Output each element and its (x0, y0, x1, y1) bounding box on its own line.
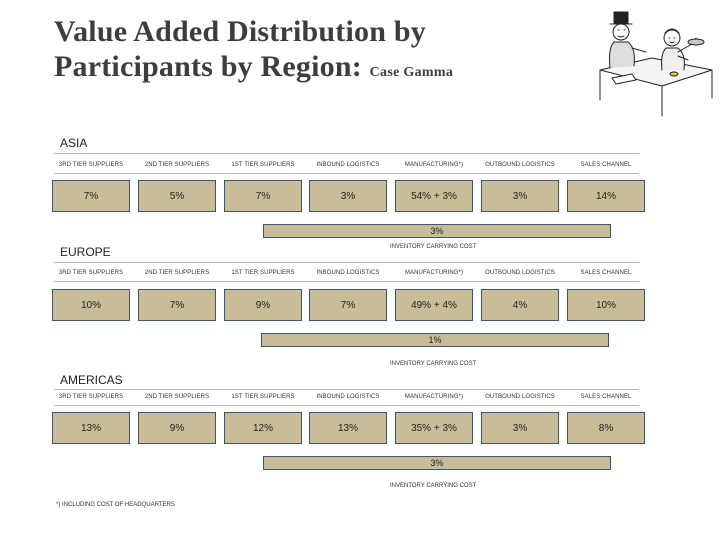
value-box-1st-tier: 9% (224, 289, 302, 321)
page-title: Value Added Distribution by Participants… (54, 14, 453, 90)
value-box-2nd-tier: 7% (138, 289, 216, 321)
col-label-3rd-tier: 3RD TIER SUPPLIERS (58, 394, 124, 400)
title-line-2: Participants by Region: Case Gamma (54, 49, 453, 90)
col-label-inbound: INBOUND LOGISTICS (316, 394, 380, 400)
value-box-inbound: 3% (309, 180, 387, 212)
col-label-manufacturing: MANUFACTURING*) (404, 270, 464, 276)
value-box-outbound: 4% (481, 289, 559, 321)
col-label-sales: SALES CHANNEL (580, 270, 632, 276)
value-box-manufacturing: 54% + 3% (395, 180, 473, 212)
value-box-sales: 10% (567, 289, 645, 321)
value-box-2nd-tier: 5% (138, 180, 216, 212)
cartoon-businessmen-icon (599, 11, 713, 117)
value-box-2nd-tier: 9% (138, 412, 216, 444)
col-label-manufacturing: MANUFACTURING*) (404, 394, 464, 400)
col-label-inbound: INBOUND LOGISTICS (316, 270, 380, 276)
inventory-bar: 3% (263, 224, 611, 238)
value-box-manufacturing: 49% + 4% (395, 289, 473, 321)
title-subtitle: Case Gamma (369, 65, 454, 80)
col-label-sales: SALES CHANNEL (580, 394, 632, 400)
region-title-europe: EUROPE (60, 245, 111, 259)
col-label-outbound: OUTBOUND LOGISTICS (485, 162, 555, 168)
inventory-bar: 3% (263, 456, 611, 470)
value-box-1st-tier: 12% (224, 412, 302, 444)
inventory-label: INVENTORY CARRYING COST (390, 483, 477, 489)
value-box-3rd-tier: 7% (52, 180, 130, 212)
region-title-americas: AMERICAS (60, 373, 123, 387)
col-label-outbound: OUTBOUND LOGISTICS (485, 270, 555, 276)
inventory-label: INVENTORY CARRYING COST (390, 361, 477, 367)
col-label-3rd-tier: 3RD TIER SUPPLIERS (58, 162, 124, 168)
col-label-2nd-tier: 2ND TIER SUPPLIERS (144, 270, 210, 276)
footnote: *) INCLUDING COST OF HEADQUARTERS (56, 502, 175, 508)
col-label-1st-tier: 1ST TIER SUPPLIERS (231, 394, 295, 400)
inventory-bar: 1% (261, 333, 609, 347)
title-line-1: Value Added Distribution by (54, 15, 426, 48)
value-box-outbound: 3% (481, 412, 559, 444)
region-title-asia: ASIA (60, 136, 88, 150)
value-box-1st-tier: 7% (224, 180, 302, 212)
col-label-3rd-tier: 3RD TIER SUPPLIERS (58, 270, 124, 276)
title-main: Participants by Region: (54, 50, 362, 83)
col-label-2nd-tier: 2ND TIER SUPPLIERS (144, 394, 210, 400)
value-box-3rd-tier: 10% (52, 289, 130, 321)
divider-line (54, 153, 639, 154)
divider-line (54, 389, 639, 390)
col-label-manufacturing: MANUFACTURING*) (404, 162, 464, 168)
value-box-inbound: 13% (309, 412, 387, 444)
col-label-1st-tier: 1ST TIER SUPPLIERS (231, 162, 295, 168)
value-box-manufacturing: 35% + 3% (395, 412, 473, 444)
inventory-label: INVENTORY CARRYING COST (390, 244, 477, 250)
value-box-outbound: 3% (481, 180, 559, 212)
col-label-outbound: OUTBOUND LOGISTICS (485, 394, 555, 400)
col-label-inbound: INBOUND LOGISTICS (316, 162, 380, 168)
col-label-1st-tier: 1ST TIER SUPPLIERS (231, 270, 295, 276)
divider-line (54, 405, 639, 406)
divider-line (54, 281, 639, 282)
col-label-sales: SALES CHANNEL (580, 162, 632, 168)
col-label-2nd-tier: 2ND TIER SUPPLIERS (144, 162, 210, 168)
divider-line (54, 173, 639, 174)
divider-line (54, 262, 639, 263)
value-box-sales: 8% (567, 412, 645, 444)
value-box-sales: 14% (567, 180, 645, 212)
value-box-3rd-tier: 13% (52, 412, 130, 444)
value-box-inbound: 7% (309, 289, 387, 321)
